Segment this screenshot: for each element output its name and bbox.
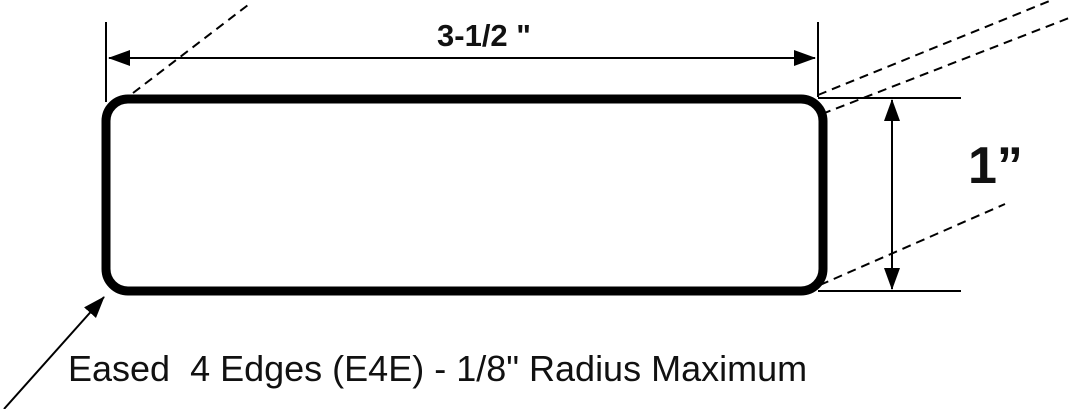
caption: Eased 4 Edges (E4E) - 1/8" Radius Maximu… <box>68 348 807 389</box>
dashed-line-top-right-1 <box>817 0 1053 96</box>
height-label: 1” <box>968 137 1023 195</box>
dashed-line-left <box>132 4 249 94</box>
perspective-dashed-lines <box>132 0 1069 286</box>
eased-edge-leader-arrow <box>3 296 105 409</box>
dashed-line-bottom-right <box>819 203 1006 286</box>
dashed-line-top-right-2 <box>821 17 1069 115</box>
board-cross-section <box>101 94 828 296</box>
width-label: 3-1/2 " <box>437 18 531 53</box>
